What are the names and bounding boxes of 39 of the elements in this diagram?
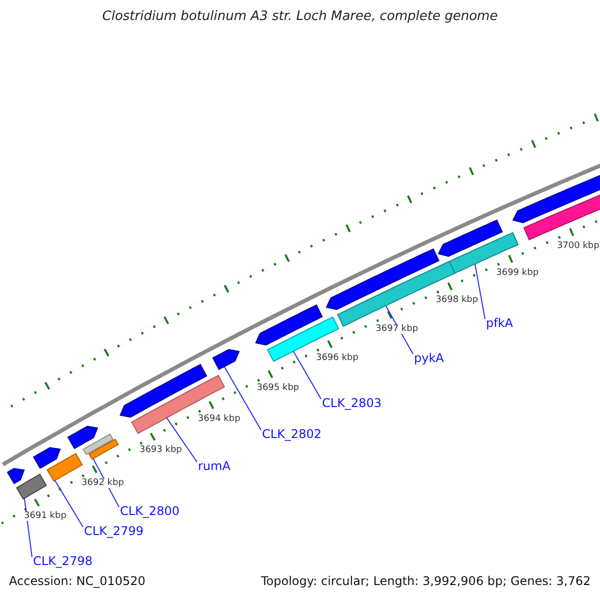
gene-feature	[16, 474, 47, 500]
gene-label: CLK_2802	[262, 428, 322, 440]
leader-line	[166, 418, 198, 462]
tick-label: 3697 kbp	[374, 324, 420, 334]
genome-stats-text: Topology: circular; Length: 3,992,906 bp; Genes: 3,762	[261, 575, 591, 587]
tick-label: 3699 kbp	[495, 268, 540, 278]
tick-label: 3696 kbp	[314, 354, 360, 363]
tick-label: 3691 kbp	[23, 512, 68, 521]
gene-feature	[255, 304, 323, 346]
gene-label: CLK_2803	[322, 397, 382, 409]
gene-feature	[88, 438, 119, 460]
gene-feature	[131, 374, 226, 434]
gene-feature	[6, 468, 25, 484]
leader-line	[54, 480, 84, 528]
gene-feature	[32, 447, 61, 469]
tick-label: 3698 kbp	[434, 296, 480, 306]
gene-feature	[266, 316, 340, 362]
tick-label: 3694 kbp	[196, 414, 242, 424]
tick-label: 3693 kbp	[138, 446, 183, 456]
leader-line	[293, 351, 322, 400]
map-title: Clostridium botulinum A3 str. Loch Maree, complete genome	[101, 10, 499, 23]
tick-label: 3695 kbp	[256, 384, 300, 393]
gene-label: CLK_2800	[120, 505, 180, 517]
accession-text: Accession: NC_010520	[9, 575, 146, 587]
gene-feature	[212, 348, 240, 370]
tick-label: 3700 kbp	[556, 242, 600, 252]
gene-feature	[82, 433, 114, 456]
gene-feature	[46, 452, 83, 482]
gene-label: CLK_2798	[33, 555, 92, 567]
tick-label: 3692 kbp	[80, 478, 125, 488]
gene-feature	[448, 232, 519, 274]
gene-label: pykA	[414, 352, 444, 364]
leader-line	[474, 264, 486, 320]
gene-feature	[438, 219, 503, 257]
gene-feature	[67, 426, 98, 450]
gene-label: rumA	[198, 460, 230, 472]
gene-label: pfkA	[486, 317, 513, 329]
leader-line	[224, 366, 262, 430]
gene-label: CLK_2799	[84, 525, 144, 537]
